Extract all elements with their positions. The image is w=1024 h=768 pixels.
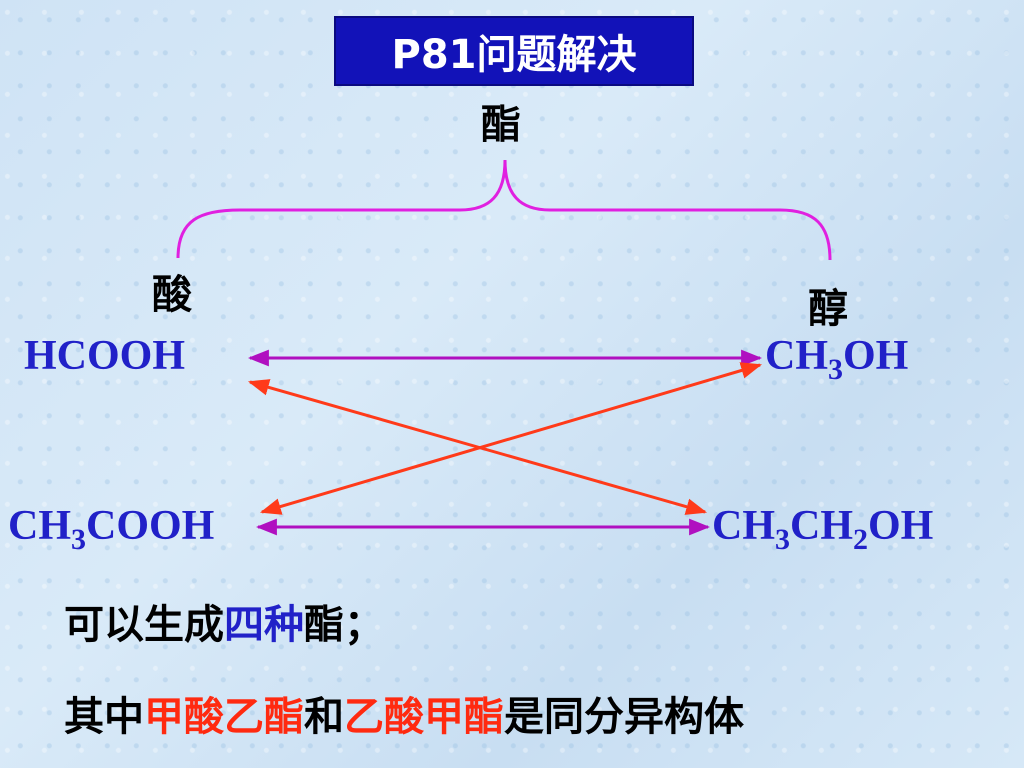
conclusion1-part2: 酯； bbox=[304, 602, 384, 648]
acetic-sub: 3 bbox=[71, 523, 86, 556]
methanol-sub: 3 bbox=[828, 353, 843, 386]
ethanol-pre: CH bbox=[712, 503, 775, 549]
acid-label: 酸 bbox=[152, 272, 192, 318]
formula-hcooh: HCOOH bbox=[24, 332, 185, 380]
acetic-post: COOH bbox=[86, 503, 215, 549]
grouping-brace bbox=[176, 159, 832, 261]
four-kinds-highlight: 四种 bbox=[224, 602, 304, 648]
ethanol-post: OH bbox=[868, 503, 934, 549]
ethyl-formate-highlight: 甲酸乙酯 bbox=[144, 694, 304, 740]
methanol-pre: CH bbox=[765, 333, 828, 379]
ethanol-sub2: 2 bbox=[853, 523, 868, 556]
formula-ch3ch2oh: CH3CH2OH bbox=[712, 502, 933, 557]
ethanol-sub1: 3 bbox=[775, 523, 790, 556]
conclusion1-part1: 可以生成 bbox=[64, 602, 224, 648]
ethanol-mid: CH bbox=[790, 503, 853, 549]
methyl-acetate-highlight: 乙酸甲酯 bbox=[344, 694, 504, 740]
title-box: P81问题解决 bbox=[334, 16, 694, 86]
ester-label: 酯 bbox=[481, 102, 521, 148]
title-text: P81问题解决 bbox=[391, 32, 637, 78]
methanol-post: OH bbox=[843, 333, 909, 379]
formula-ch3cooh: CH3COOH bbox=[8, 502, 214, 557]
alcohol-label: 醇 bbox=[808, 286, 848, 332]
conclusion-line-2: 其中甲酸乙酯和乙酸甲酯是同分异构体 bbox=[64, 684, 744, 742]
conclusion-line-1: 可以生成四种酯； bbox=[64, 592, 384, 650]
acetic-pre: CH bbox=[8, 503, 71, 549]
conclusion2-and: 和 bbox=[304, 694, 344, 740]
formic-acid-text: HCOOH bbox=[24, 333, 186, 379]
conclusion2-part2: 是同分异构体 bbox=[504, 694, 744, 740]
conclusion2-part1: 其中 bbox=[64, 694, 144, 740]
formula-ch3oh: CH3OH bbox=[765, 332, 908, 387]
arrow-ch3cooh-ch3oh bbox=[259, 362, 763, 515]
